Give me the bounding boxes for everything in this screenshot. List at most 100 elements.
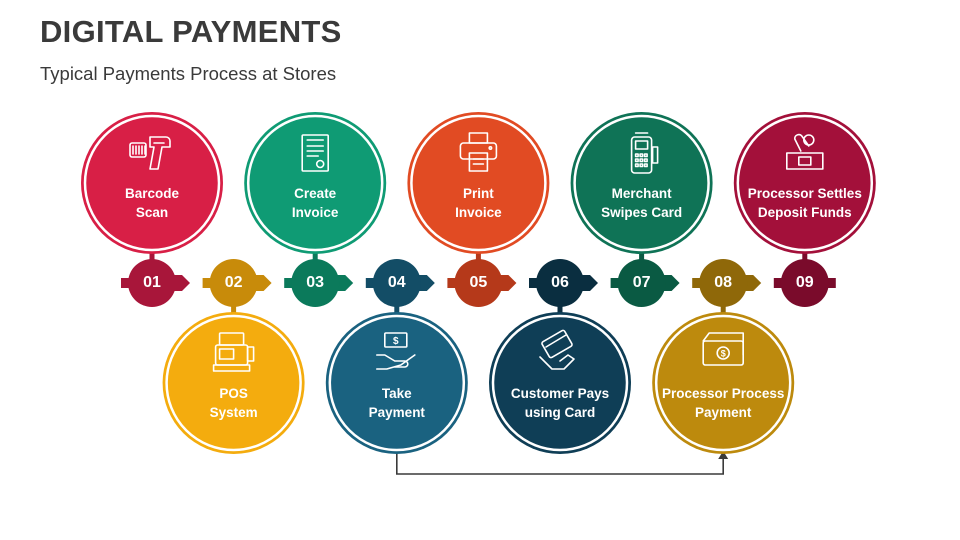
step-number-circle: [699, 259, 748, 307]
step-circle-outer: [733, 112, 876, 254]
step-circle-ring: [246, 114, 384, 252]
card-machine-icon: [630, 132, 659, 174]
arrow-head: [743, 275, 762, 291]
step-05: [407, 112, 550, 307]
step-circle-outer: [81, 112, 223, 254]
svg-text:$: $: [721, 349, 726, 359]
step-circle-ring: [654, 314, 792, 452]
page-subtitle: Typical Payments Process at Stores: [40, 63, 337, 84]
step-label-line: Swipes Card: [601, 205, 683, 220]
pos-terminal-icon: [212, 332, 255, 372]
cash-bill-icon: $: [702, 332, 745, 366]
step-number: 08: [714, 274, 733, 291]
page-title: DIGITAL PAYMENTS: [40, 14, 342, 49]
step-07: [570, 112, 713, 307]
arrow-head: [416, 275, 435, 291]
step-08: $: [652, 259, 795, 454]
step-number-badge: [692, 259, 762, 307]
step-04: $: [325, 259, 468, 454]
step-circle-ring: [573, 114, 710, 252]
step-number-badge: [121, 259, 190, 307]
step-circle-ring: [410, 114, 547, 252]
step-number: 06: [551, 274, 569, 291]
step-circle-ring: [491, 314, 629, 452]
step-circle-ring: [328, 314, 466, 452]
step-circle-outer: [570, 112, 713, 254]
step-number: 01: [143, 274, 161, 291]
step-number-badge: [365, 259, 435, 307]
step-label-line: POS: [219, 386, 248, 401]
step-circle-ring: [736, 114, 874, 252]
step-number-circle: [536, 259, 584, 307]
step-label-line: Merchant: [611, 186, 672, 201]
step-number: 05: [469, 274, 488, 291]
step-number: 07: [632, 274, 651, 291]
step-03: [244, 112, 387, 307]
step-label-line: using Card: [524, 405, 596, 420]
step-label-line: Print: [463, 186, 494, 201]
deposit-hand-icon: [786, 133, 824, 170]
connector-line: [396, 451, 729, 475]
step-label-line: Invoice: [455, 205, 502, 220]
step-number: 03: [306, 274, 325, 291]
step-label: Customer Pays using Card: [495, 384, 625, 422]
step-label-line: Barcode: [124, 186, 180, 201]
step-number: 02: [224, 274, 243, 291]
step-label-line: Invoice: [291, 205, 339, 220]
step-label-line: Create: [294, 186, 337, 201]
step-label: POS System: [169, 384, 299, 422]
invoice-document-icon: [301, 134, 330, 172]
step-label-line: Processor Settles: [747, 186, 862, 201]
printer-icon: [459, 132, 498, 172]
step-circle-outer: [489, 312, 631, 454]
arrow-head: [335, 275, 354, 291]
arrow-head: [498, 275, 517, 291]
step-label-line: System: [209, 405, 258, 420]
svg-text:$: $: [393, 336, 399, 347]
hand-card-icon: [539, 329, 575, 370]
step-label-line: Take: [381, 386, 412, 401]
step-number-circle: [372, 259, 421, 307]
step-number-circle: [209, 259, 258, 307]
step-label-line: Payment: [695, 405, 752, 420]
step-label-line: Payment: [368, 405, 425, 420]
step-number-circle: [454, 259, 503, 307]
step-label-line: Processor Process: [662, 386, 785, 401]
arrow-head: [172, 275, 190, 291]
step-label-line: Customer Pays: [510, 386, 610, 401]
hand-money-icon: $: [376, 332, 416, 370]
step-number: 04: [387, 274, 406, 291]
step-circle-outer: [407, 112, 550, 254]
step-number-circle: [617, 259, 666, 307]
step-09: [733, 112, 876, 307]
step-circle-outer: [325, 312, 468, 454]
step-label-line: Scan: [135, 205, 169, 220]
step-02: [162, 259, 305, 454]
step-number-circle: [291, 259, 340, 307]
step-number-circle: [780, 259, 829, 307]
step-number-circle: [128, 259, 176, 307]
step-number-badge: [529, 259, 598, 307]
step-number-badge: [202, 259, 272, 307]
step-01: [81, 112, 223, 307]
step-number-badge: [610, 259, 680, 307]
step-label-line: Deposit Funds: [757, 205, 852, 220]
step-circle-ring: [83, 114, 221, 252]
step-number: 09: [795, 274, 814, 291]
arrow-head: [253, 275, 272, 291]
barcode-scanner-icon: [129, 136, 171, 170]
step-number-badge: [447, 259, 517, 307]
step-circle-outer: [244, 112, 387, 254]
step-number-badge: [284, 259, 354, 307]
step-06: [489, 259, 631, 454]
arrow-head: [580, 275, 598, 291]
connector-arrowhead: [718, 451, 729, 459]
